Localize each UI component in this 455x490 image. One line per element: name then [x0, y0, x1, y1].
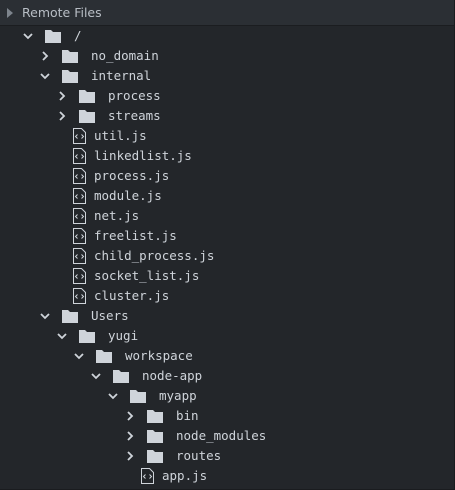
tree-item-label: no_domain — [91, 48, 159, 63]
file-tree: / no_domain internal — [0, 26, 454, 486]
tree-item-label: myapp — [159, 388, 197, 403]
chevron-right-icon[interactable] — [124, 430, 136, 442]
tree-item-process-folder[interactable]: process — [0, 86, 454, 106]
tree-item-internal[interactable]: internal — [0, 66, 454, 86]
tree-item-label: socket_list.js — [94, 268, 200, 283]
folder-icon — [62, 49, 78, 63]
chevron-down-icon[interactable] — [56, 330, 68, 342]
code-file-icon — [73, 128, 86, 144]
tree-item-label: freelist.js — [94, 228, 177, 243]
tree-item-net-js[interactable]: net.js — [0, 206, 454, 226]
tree-item-label: Users — [91, 308, 129, 323]
tree-item-label: cluster.js — [94, 288, 170, 303]
folder-icon — [79, 109, 95, 123]
tree-item-routes[interactable]: routes — [0, 446, 454, 466]
chevron-right-icon[interactable] — [39, 50, 51, 62]
tree-item-label: routes — [176, 448, 222, 463]
tree-item-bin[interactable]: bin — [0, 406, 454, 426]
tree-item-label: yugi — [108, 328, 139, 343]
tree-item-socket-list-js[interactable]: socket_list.js — [0, 266, 454, 286]
tree-item-users[interactable]: Users — [0, 306, 454, 326]
tree-item-linkedlist-js[interactable]: linkedlist.js — [0, 146, 454, 166]
tree-item-label: node-app — [142, 368, 203, 383]
chevron-down-icon[interactable] — [73, 350, 85, 362]
tree-item-util-js[interactable]: util.js — [0, 126, 454, 146]
tree-item-app-js[interactable]: app.js — [0, 466, 454, 486]
panel-header[interactable]: Remote Files — [0, 0, 454, 26]
folder-icon — [45, 29, 61, 43]
code-file-icon — [73, 208, 86, 224]
tree-item-no-domain[interactable]: no_domain — [0, 46, 454, 66]
tree-item-workspace[interactable]: workspace — [0, 346, 454, 366]
tree-item-node-app[interactable]: node-app — [0, 366, 454, 386]
folder-icon — [130, 389, 146, 403]
code-file-icon — [73, 228, 86, 244]
tree-item-freelist-js[interactable]: freelist.js — [0, 226, 454, 246]
tree-item-label: module.js — [94, 188, 162, 203]
tree-item-label: net.js — [94, 208, 140, 223]
folder-icon — [79, 329, 95, 343]
tree-item-process-js[interactable]: process.js — [0, 166, 454, 186]
tree-item-label: streams — [108, 108, 161, 123]
tree-item-label: workspace — [125, 348, 193, 363]
code-file-icon — [73, 268, 86, 284]
chevron-right-icon[interactable] — [124, 450, 136, 462]
tree-item-yugi[interactable]: yugi — [0, 326, 454, 346]
tree-item-module-js[interactable]: module.js — [0, 186, 454, 206]
tree-item-label: internal — [91, 68, 152, 83]
code-file-icon — [73, 288, 86, 304]
chevron-right-icon[interactable] — [124, 410, 136, 422]
tree-item-root[interactable]: / — [0, 26, 454, 46]
folder-icon — [79, 89, 95, 103]
code-file-icon — [141, 468, 154, 484]
tree-item-label: process.js — [94, 168, 170, 183]
tree-item-cluster-js[interactable]: cluster.js — [0, 286, 454, 306]
chevron-down-icon[interactable] — [39, 70, 51, 82]
tree-item-label: app.js — [162, 468, 208, 483]
folder-icon — [113, 369, 129, 383]
code-file-icon — [73, 188, 86, 204]
folder-icon — [147, 409, 163, 423]
chevron-down-icon[interactable] — [22, 30, 34, 42]
tree-item-label: process — [108, 88, 161, 103]
tree-item-child-process-js[interactable]: child_process.js — [0, 246, 454, 266]
collapse-chevron-icon[interactable] — [7, 8, 13, 18]
tree-item-label: bin — [176, 408, 199, 423]
folder-icon — [147, 429, 163, 443]
panel-title: Remote Files — [22, 5, 102, 20]
chevron-down-icon[interactable] — [107, 390, 119, 402]
chevron-right-icon[interactable] — [56, 90, 68, 102]
tree-item-myapp[interactable]: myapp — [0, 386, 454, 406]
code-file-icon — [73, 248, 86, 264]
tree-item-label: node_modules — [176, 428, 267, 443]
tree-item-label: linkedlist.js — [94, 148, 192, 163]
folder-icon — [62, 69, 78, 83]
code-file-icon — [73, 168, 86, 184]
folder-icon — [96, 349, 112, 363]
folder-icon — [62, 309, 78, 323]
folder-icon — [147, 449, 163, 463]
tree-item-label: util.js — [94, 128, 147, 143]
code-file-icon — [73, 148, 86, 164]
tree-item-label: child_process.js — [94, 248, 215, 263]
tree-item-node-modules[interactable]: node_modules — [0, 426, 454, 446]
chevron-down-icon[interactable] — [90, 370, 102, 382]
chevron-down-icon[interactable] — [39, 310, 51, 322]
tree-item-streams[interactable]: streams — [0, 106, 454, 126]
tree-item-label: / — [74, 28, 82, 43]
chevron-right-icon[interactable] — [56, 110, 68, 122]
